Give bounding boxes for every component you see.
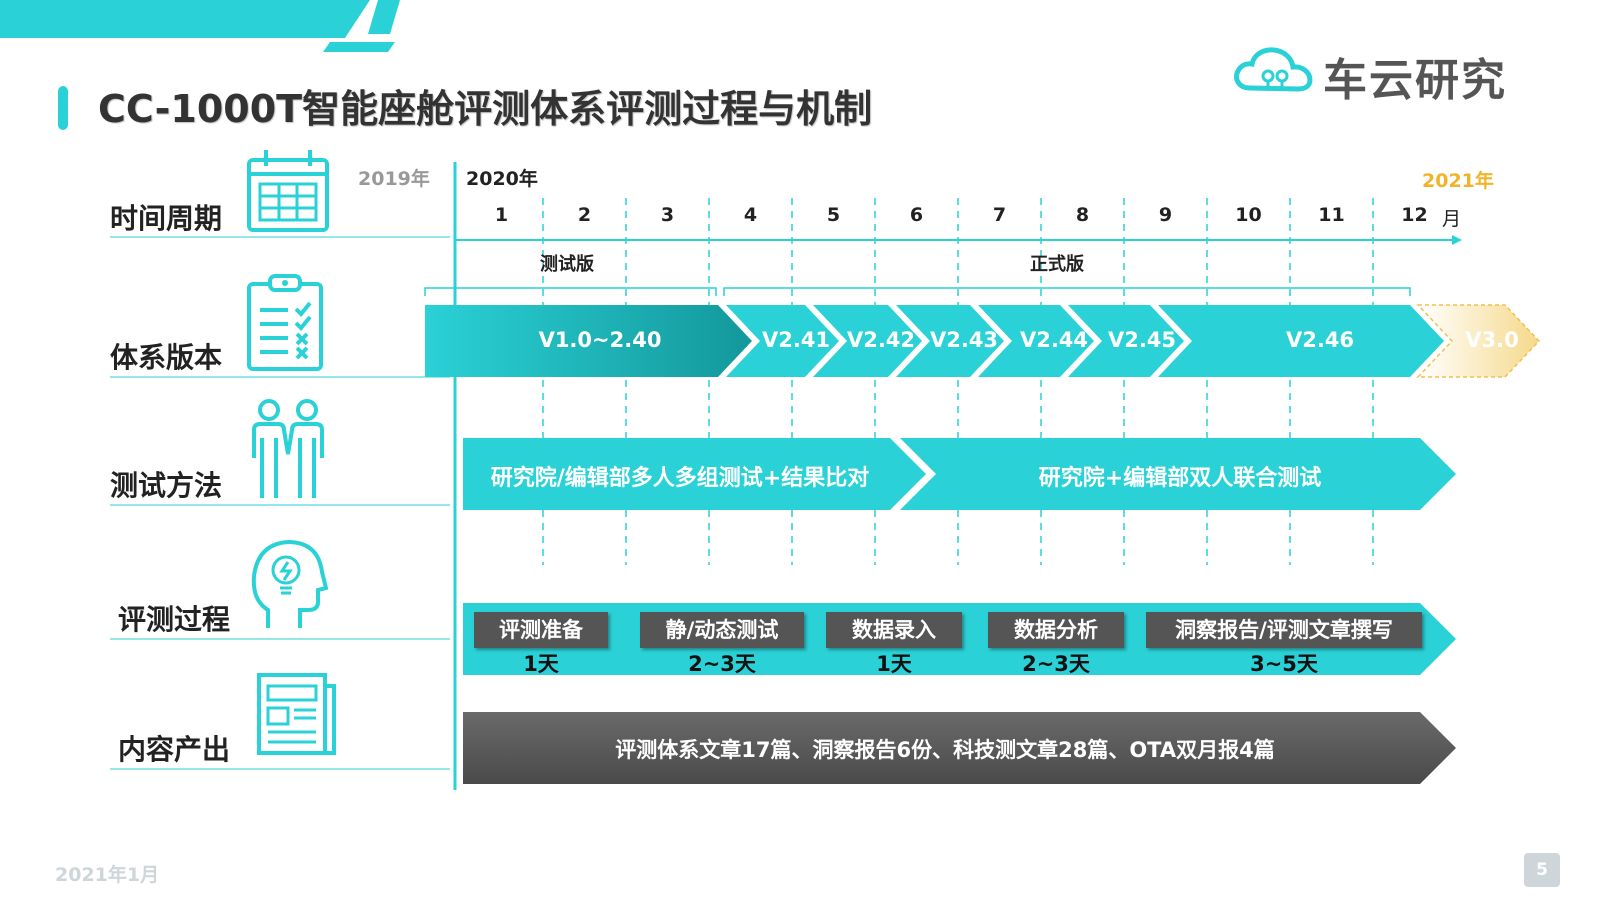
step-test: 静/动态测试 bbox=[640, 612, 804, 648]
version-label-v244: V2.44 bbox=[1019, 328, 1089, 352]
month-label: 8 bbox=[1075, 204, 1090, 226]
version-chevron-v243 bbox=[896, 305, 1004, 377]
step-data-analysis-duration: 2~3天 bbox=[1022, 652, 1090, 676]
version-chevron-v241 bbox=[726, 305, 839, 377]
month-label: 3 bbox=[660, 204, 675, 226]
month-label: 6 bbox=[909, 204, 924, 226]
method-chevron-1 bbox=[463, 438, 926, 510]
version-chevron-v30 bbox=[1416, 304, 1541, 378]
row-divider bbox=[110, 638, 450, 640]
version-label-v241: V2.41 bbox=[761, 328, 831, 352]
year-2020: 2020年 bbox=[466, 168, 538, 190]
output-summary: 评测体系文章17篇、洞察报告6份、科技测文章28篇、OTA双月报4篇 bbox=[615, 738, 1275, 762]
row-label-process: 评测过程 bbox=[118, 603, 231, 636]
step-data-entry-duration: 1天 bbox=[876, 652, 912, 676]
step-prepare: 评测准备 bbox=[474, 612, 608, 648]
footer-date: 2021年1月 bbox=[55, 864, 160, 886]
version-label-v245: V2.45 bbox=[1107, 328, 1177, 352]
calendar-icon bbox=[247, 150, 329, 232]
month-label: 11 bbox=[1318, 204, 1345, 226]
method-chevron-2 bbox=[900, 438, 1456, 510]
phase-test-label: 测试版 bbox=[540, 254, 594, 275]
step-data-entry: 数据录入 bbox=[826, 612, 962, 648]
version-label-v246: V2.46 bbox=[1285, 328, 1355, 352]
version-chevron-v242 bbox=[813, 305, 922, 377]
month-suffix: 月 bbox=[1442, 208, 1462, 230]
version-chevron-v1 bbox=[425, 305, 752, 377]
year-2019: 2019年 bbox=[358, 168, 430, 190]
cloud-logo-icon bbox=[1234, 47, 1313, 92]
row-divider bbox=[110, 236, 450, 238]
year-2021: 2021年 bbox=[1422, 170, 1494, 192]
month-label: 2 bbox=[577, 204, 592, 226]
version-chevron-v245 bbox=[1068, 305, 1184, 377]
step-report: 洞察报告/评测文章撰写 bbox=[1146, 612, 1422, 648]
month-label: 1 bbox=[494, 204, 509, 226]
version-label-v30: V3.0 bbox=[1465, 328, 1519, 352]
version-chevron-v244 bbox=[978, 305, 1094, 377]
page-number: 5 bbox=[1524, 853, 1560, 887]
method-label-2: 研究院+编辑部双人联合测试 bbox=[1038, 466, 1322, 491]
step-test-duration: 2~3天 bbox=[688, 652, 756, 676]
logo-text: 车云研究 bbox=[1323, 55, 1507, 106]
row-divider bbox=[110, 376, 450, 378]
phase-formal-label: 正式版 bbox=[1030, 254, 1084, 275]
version-label-v242: V2.42 bbox=[846, 328, 916, 352]
top-decor-band bbox=[0, 0, 400, 52]
month-label: 4 bbox=[743, 204, 758, 226]
head-lightbulb-icon bbox=[251, 539, 328, 628]
row-label-output: 内容产出 bbox=[118, 733, 231, 766]
newspaper-icon bbox=[257, 673, 336, 755]
row-divider bbox=[110, 768, 450, 770]
two-people-icon bbox=[252, 399, 324, 498]
clipboard-checklist-icon bbox=[247, 274, 323, 371]
row-label-version: 体系版本 bbox=[110, 341, 223, 374]
month-label: 12 bbox=[1401, 204, 1428, 226]
page-title: CC-1000T智能座舱评测体系评测过程与机制 bbox=[98, 87, 873, 131]
month-label: 5 bbox=[826, 204, 841, 226]
month-label: 7 bbox=[992, 204, 1007, 226]
version-label-v1: V1.0~2.40 bbox=[538, 328, 662, 352]
row-label-time: 时间周期 bbox=[110, 202, 223, 235]
step-data-analysis: 数据分析 bbox=[988, 612, 1124, 648]
version-label-v243: V2.43 bbox=[929, 328, 999, 352]
step-report-duration: 3~5天 bbox=[1250, 652, 1318, 676]
month-label: 9 bbox=[1158, 204, 1173, 226]
row-divider bbox=[110, 504, 450, 506]
method-label-1: 研究院/编辑部多人多组测试+结果比对 bbox=[490, 466, 870, 491]
row-label-method: 测试方法 bbox=[110, 469, 223, 502]
title-accent-bar bbox=[58, 86, 68, 130]
version-chevron-v246 bbox=[1158, 305, 1444, 377]
step-prepare-duration: 1天 bbox=[523, 652, 559, 676]
month-label: 10 bbox=[1235, 204, 1262, 226]
